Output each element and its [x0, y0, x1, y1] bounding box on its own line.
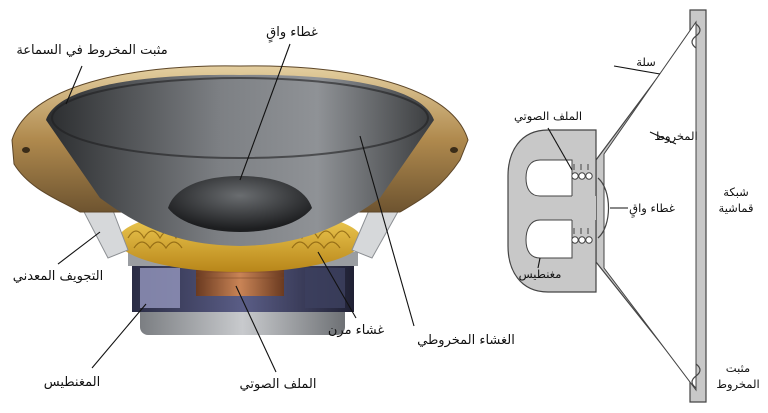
label-mount-line1: مثبت	[726, 361, 750, 375]
label-basket-mount: مثبت المخروط في السماعة	[16, 43, 167, 58]
label-magnet: المغنطيس	[44, 375, 100, 390]
label-cone: الغشاء المخروطي	[417, 333, 515, 348]
mount-hole-right	[450, 147, 458, 153]
mount-hole-left	[22, 147, 30, 153]
surround-bottom	[691, 363, 701, 389]
leader-cone	[359, 135, 415, 327]
label-mount-line2: المخروط	[716, 377, 759, 392]
magnet-cut-left	[140, 268, 180, 308]
cone-inner-edge	[51, 77, 429, 159]
label-voice-coil-r: الملف الصوتي	[514, 109, 582, 124]
label-basket: سلة	[636, 55, 656, 69]
flux-arrows	[573, 164, 589, 234]
label-dust-cap-r: غطاء واقٍ	[629, 201, 675, 218]
voice-coil-turns	[571, 172, 593, 244]
pole-piece	[572, 196, 596, 220]
label-voice-coil: الملف الصوتي	[240, 377, 317, 392]
dust-cap-arc	[597, 177, 609, 239]
leader-dust-cap	[239, 43, 291, 181]
leader-basket	[613, 65, 661, 75]
right-leader-lines	[537, 65, 677, 269]
label-spider: غشاء مرن	[328, 323, 384, 338]
label-cone-r: المخروط	[654, 129, 697, 144]
leader-cone-r	[649, 131, 677, 145]
speaker-cutaway	[11, 65, 469, 335]
speaker-cross-section	[507, 9, 707, 403]
magnet-gap-top	[525, 159, 573, 197]
left-leader-lines	[57, 43, 415, 373]
magnet-gap-bottom	[525, 219, 573, 259]
leader-voice-coil-r	[547, 127, 573, 171]
leader-spider	[317, 251, 357, 319]
left-labels: مثبت المخروط في السماعة غطاء واقٍ التجوي…	[13, 25, 515, 392]
leader-magnet	[91, 303, 147, 369]
dust-cap	[168, 176, 312, 232]
leader-voice-coil	[235, 285, 277, 373]
leader-magnet-r	[537, 257, 541, 269]
leader-metal-cavity	[57, 231, 101, 265]
label-magnet-r: مغنطيس	[519, 267, 562, 282]
right-labels: سلة الملف الصوتي المخروط غطاء واقٍ شبكة …	[514, 55, 760, 392]
label-metal-cavity: التجويف المعدني	[13, 269, 103, 284]
frame-left	[81, 207, 129, 259]
cone	[46, 74, 434, 246]
leader-basket-mount	[65, 65, 83, 105]
surround-top	[691, 23, 701, 49]
label-grille-line2: قماشية	[719, 201, 754, 215]
label-grille-line1: شبكة	[723, 185, 749, 199]
label-dust-cap: غطاء واقٍ	[266, 25, 318, 43]
cone-surface	[603, 20, 697, 392]
